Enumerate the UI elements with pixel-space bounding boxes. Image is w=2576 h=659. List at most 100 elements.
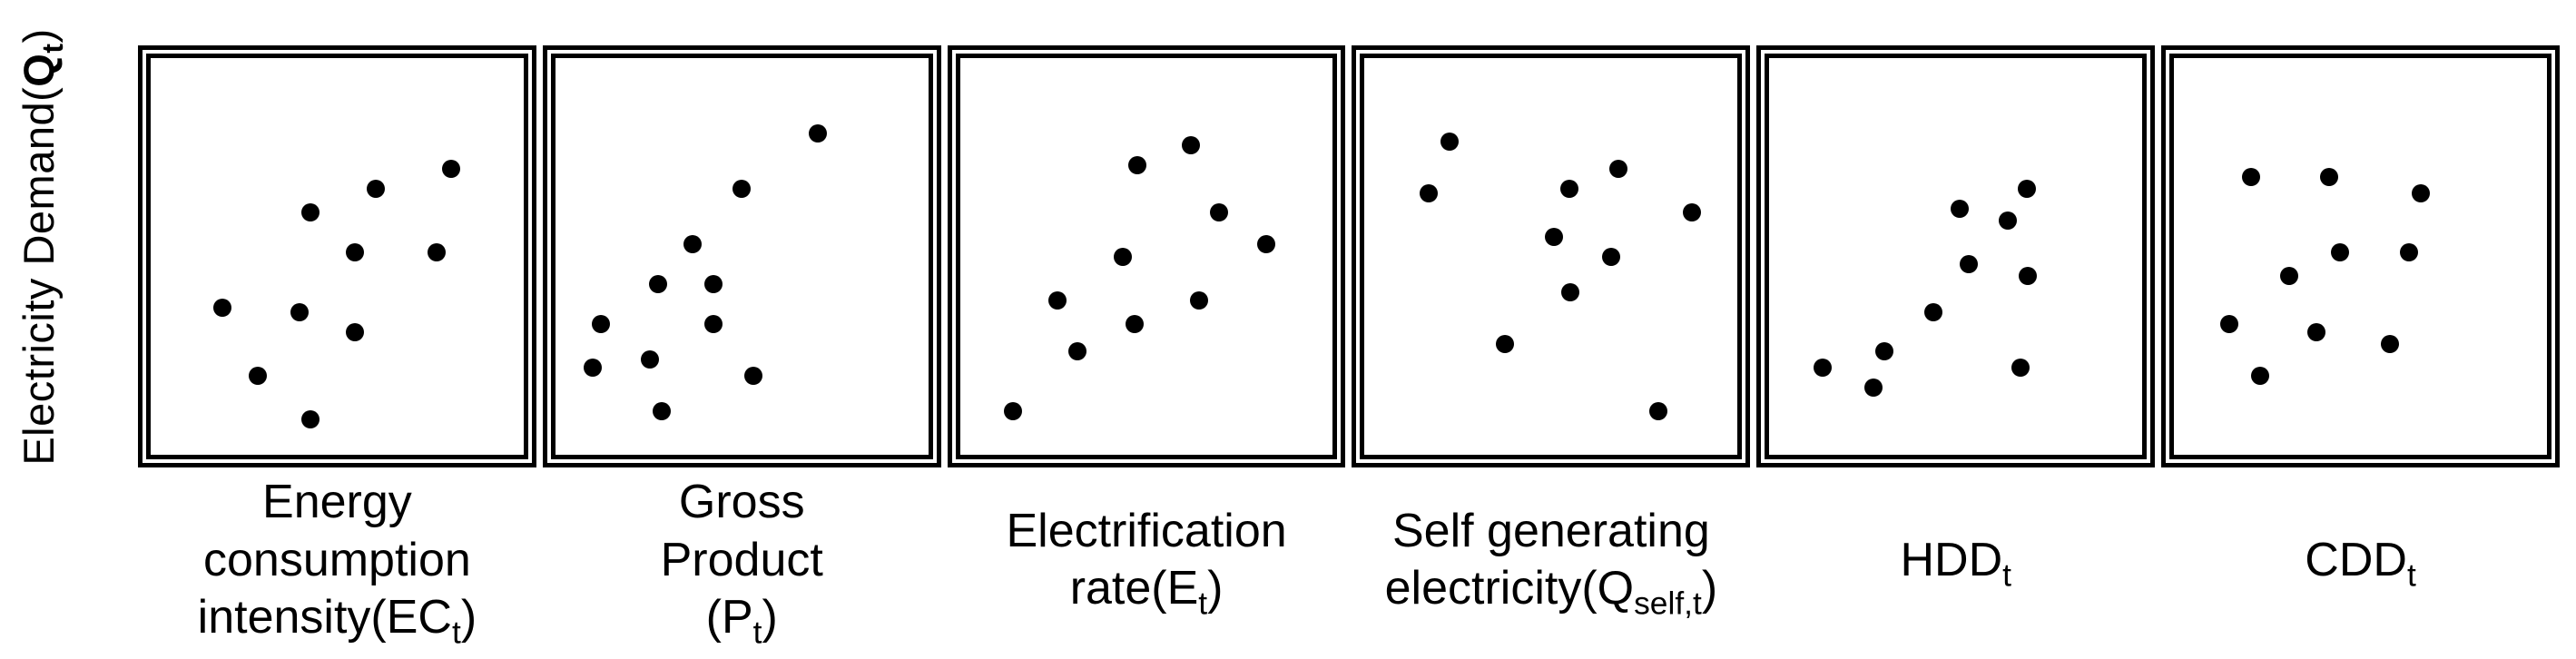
data-point — [1649, 401, 1668, 420]
data-point — [704, 275, 723, 294]
data-point — [1875, 342, 1894, 361]
scatter-panel-electrification-rate — [947, 45, 1346, 467]
data-point — [2412, 183, 2431, 202]
data-point — [1560, 180, 1579, 199]
plot-area-hdd — [1765, 54, 2148, 459]
data-point — [1189, 290, 1208, 310]
data-point — [345, 243, 364, 262]
label-line: HDDt — [1900, 532, 2011, 595]
text-segment: ) — [1207, 562, 1224, 615]
data-point — [653, 401, 672, 420]
scatter-panel-cdd — [2161, 45, 2560, 467]
data-point — [2400, 243, 2419, 262]
text-segment: CDD — [2305, 533, 2407, 586]
data-point — [592, 314, 611, 333]
label-line: CDDt — [2305, 532, 2416, 595]
data-point — [732, 180, 752, 199]
x-axis-label-cdd: CDDt — [2161, 467, 2560, 659]
data-point — [683, 235, 703, 254]
data-point — [2019, 267, 2038, 286]
data-point — [2280, 267, 2299, 286]
data-point — [345, 322, 364, 341]
data-point — [2011, 358, 2030, 377]
data-point — [1999, 211, 2018, 231]
data-point — [2307, 322, 2326, 341]
text-segment: ) — [14, 28, 63, 44]
data-point — [744, 366, 763, 385]
label-line: intensity(ECt) — [198, 589, 477, 653]
subscript-text: t — [36, 43, 70, 54]
text-segment: Energy — [262, 476, 412, 529]
label-line: rate(Et) — [1070, 560, 1224, 624]
plot-area-self-generating-electricity — [1360, 54, 1743, 459]
data-point — [2018, 180, 2037, 199]
data-point — [2250, 366, 2269, 385]
subscript-text: t — [1198, 585, 1208, 622]
data-point — [649, 275, 668, 294]
y-axis-label: Electricity Demand(Qt) — [14, 28, 70, 465]
data-point — [1047, 290, 1067, 310]
label-line: Electrification — [1006, 503, 1286, 560]
data-point — [2219, 314, 2238, 333]
label-line: electricity(Qself,t) — [1385, 560, 1718, 624]
data-point — [366, 180, 385, 199]
text-segment: Electricity Demand( — [14, 86, 63, 466]
label-line: Gross — [679, 474, 805, 531]
data-point — [2381, 334, 2400, 353]
data-point — [1004, 401, 1023, 420]
plot-area-energy-consumption-intensity — [146, 54, 528, 459]
text-segment: Gross — [678, 476, 805, 529]
text-segment: ) — [1701, 562, 1718, 615]
data-point — [290, 302, 309, 321]
data-point — [1959, 255, 1978, 274]
label-line: Energy — [262, 474, 412, 531]
data-point — [1440, 132, 1459, 151]
data-point — [1544, 227, 1563, 246]
data-point — [584, 358, 603, 377]
data-point — [809, 124, 828, 143]
text-segment: Q — [14, 53, 63, 87]
data-point — [1682, 203, 1701, 222]
text-segment: Self generating — [1391, 505, 1710, 558]
data-point — [1950, 200, 1969, 219]
subscript-text: self,t — [1634, 585, 1702, 622]
data-point — [1181, 136, 1200, 155]
data-point — [1496, 334, 1515, 353]
data-point — [1125, 314, 1144, 333]
scatter-panel-hdd — [1756, 45, 2156, 467]
data-point — [1601, 247, 1620, 266]
text-segment: ) — [762, 591, 778, 644]
data-point — [249, 366, 268, 385]
data-point — [1924, 302, 1943, 321]
data-point — [2319, 168, 2338, 187]
label-line: Product — [661, 532, 823, 589]
text-segment: (P — [705, 591, 753, 644]
text-segment: rate(E — [1069, 562, 1199, 615]
data-point — [1864, 378, 1883, 397]
data-point — [1608, 160, 1627, 179]
subscript-text: t — [752, 615, 762, 651]
data-point — [427, 243, 446, 262]
text-segment: consumption — [202, 533, 471, 586]
data-point — [641, 350, 660, 369]
subscript-text: t — [2406, 557, 2416, 594]
scatter-panels-row — [138, 45, 2560, 467]
plot-area-cdd — [2169, 54, 2551, 459]
data-point — [2242, 168, 2261, 187]
x-axis-label-hdd: HDDt — [1756, 467, 2155, 659]
label-line: Self generating — [1392, 503, 1710, 560]
data-point — [1561, 282, 1580, 301]
data-point — [704, 314, 723, 333]
data-point — [1113, 247, 1132, 266]
data-point — [301, 203, 320, 222]
text-segment: electricity(Q — [1384, 562, 1635, 615]
data-point — [441, 160, 460, 179]
data-point — [1814, 358, 1833, 377]
scatter-panel-gross-product — [542, 45, 941, 467]
text-segment: ) — [460, 591, 477, 644]
label-line: consumption — [203, 532, 471, 589]
